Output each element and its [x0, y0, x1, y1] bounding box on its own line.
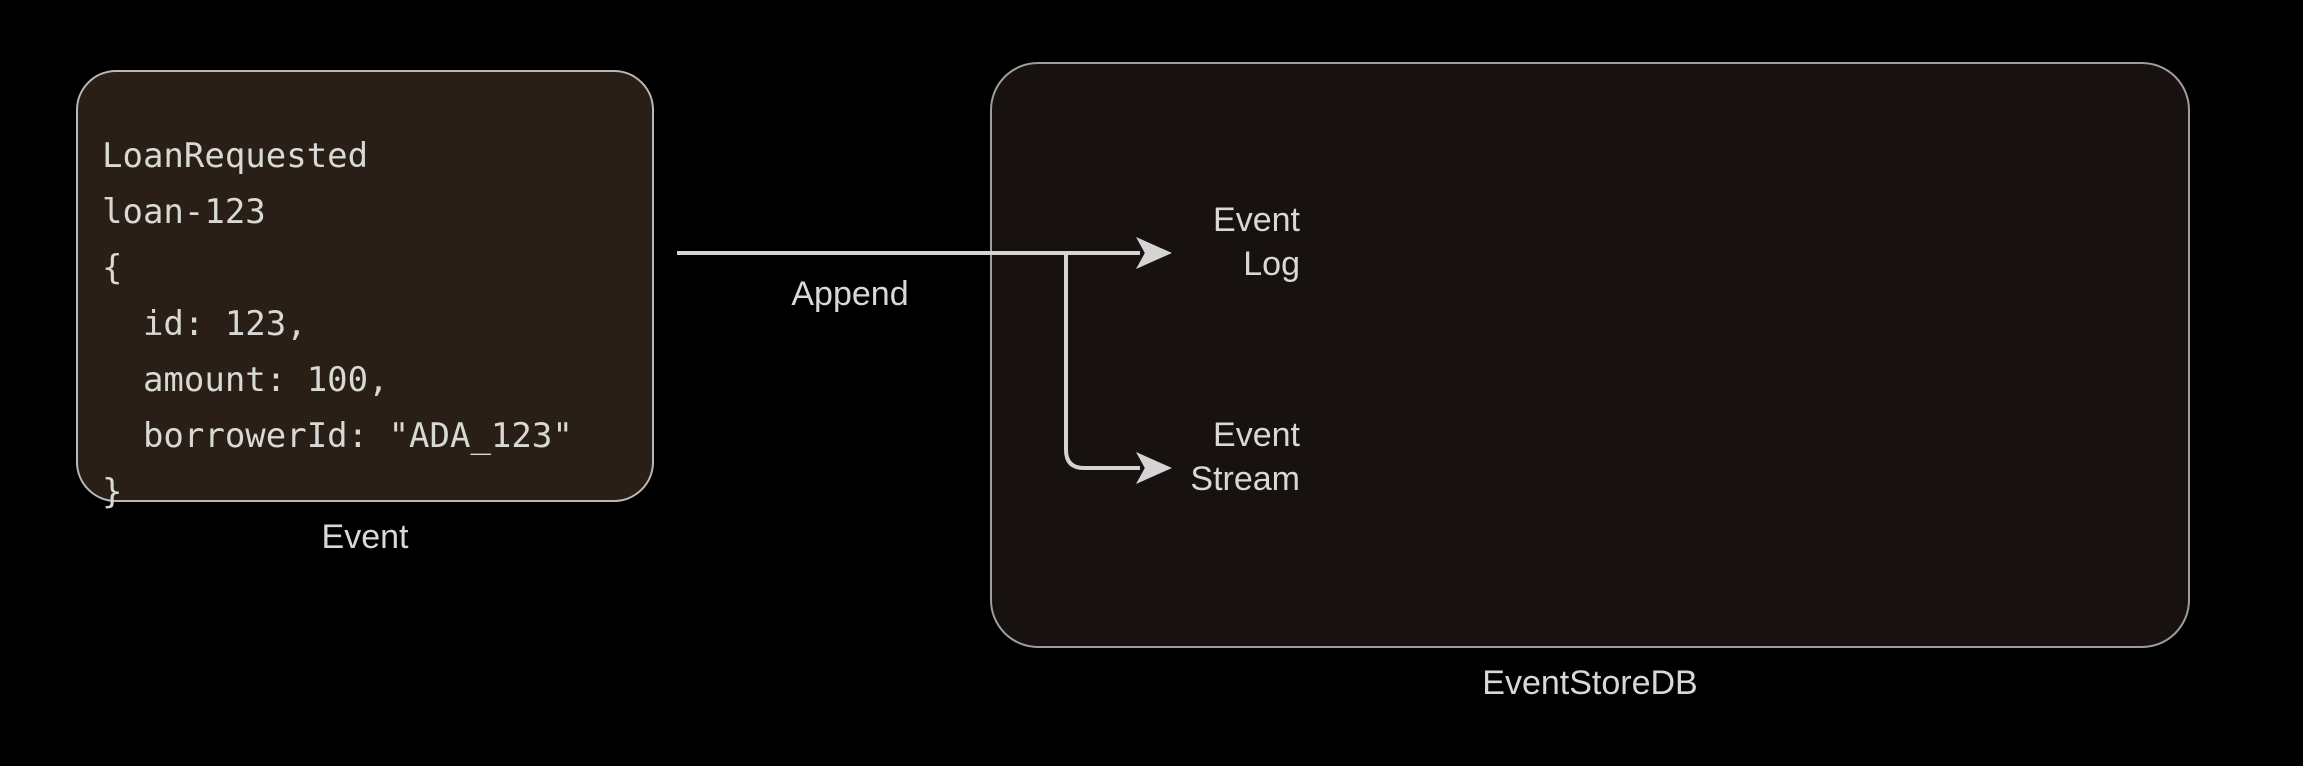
event-stream-label-line1: Event [1213, 416, 1300, 454]
eventstoredb-caption: EventStoreDB [1482, 664, 1698, 702]
eventstoredb-container: 0 1 2 ... ... ... loan-123 [990, 62, 2190, 648]
event-stream-label-line2: Stream [1190, 460, 1300, 498]
event-stream-label: Event Stream [1020, 413, 1300, 501]
event-log-label-line1: Event [1213, 201, 1300, 239]
event-payload-code: LoanRequested loan-123 { id: 123, amount… [102, 136, 573, 512]
append-arrow-label: Append [791, 275, 909, 313]
event-log-label-line2: Log [1243, 245, 1300, 283]
event-card: LoanRequested loan-123 { id: 123, amount… [76, 70, 654, 512]
event-card-caption: Event [321, 518, 409, 556]
event-log-label: Event Log [1040, 198, 1300, 286]
